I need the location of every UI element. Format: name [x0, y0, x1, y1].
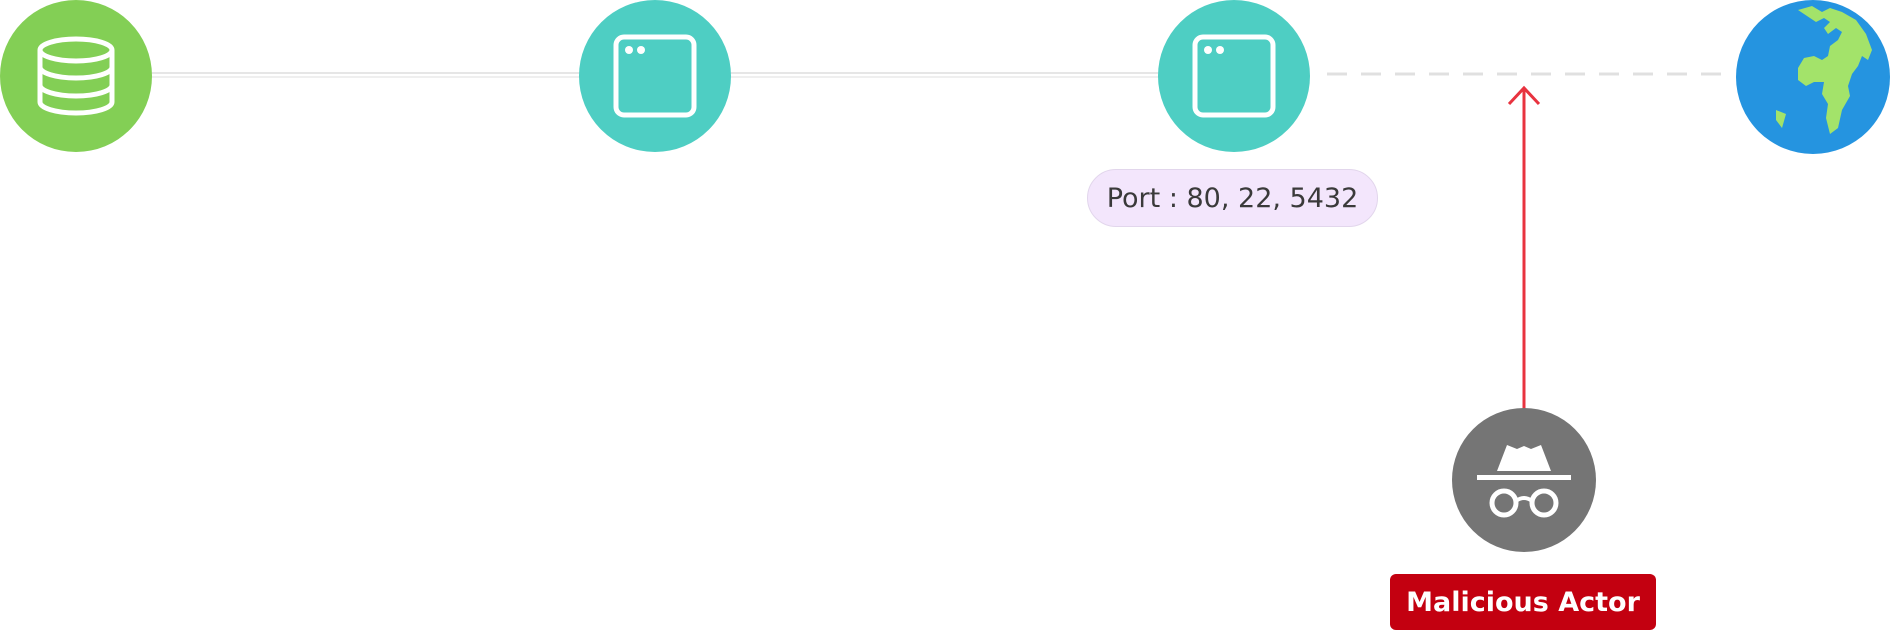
server-node-1[interactable]	[579, 0, 731, 152]
server-node-2[interactable]	[1158, 0, 1310, 152]
attacker-node[interactable]	[1452, 408, 1596, 552]
database-node[interactable]	[0, 0, 152, 152]
window-icon	[613, 34, 697, 118]
malicious-actor-label: Malicious Actor	[1390, 574, 1656, 630]
window-icon	[1192, 34, 1276, 118]
attack-arrow	[1507, 85, 1541, 410]
database-icon	[37, 36, 115, 116]
globe-icon	[1776, 6, 1872, 134]
internet-node[interactable]	[1736, 0, 1890, 154]
port-label: Port : 80, 22, 5432	[1087, 169, 1378, 227]
incognito-icon	[1477, 445, 1571, 518]
